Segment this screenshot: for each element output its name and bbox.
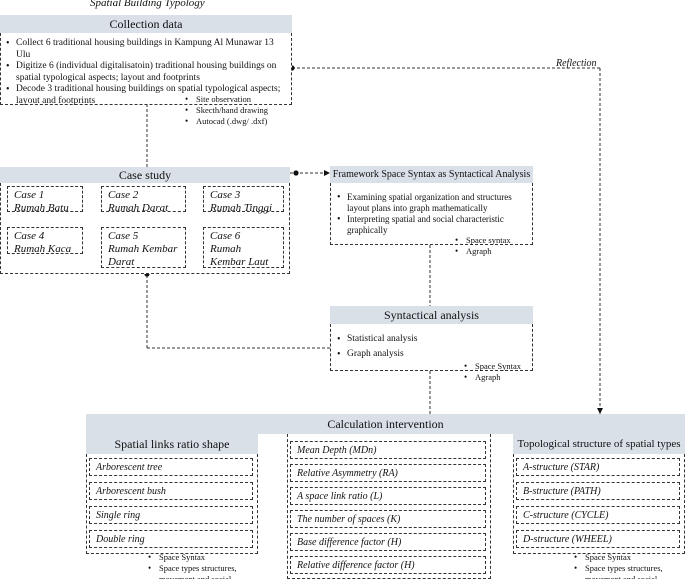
collection-tool-3: Autocad (.dwg/ .dxf) (184, 116, 294, 127)
case-3: Case 3 Rumah Tinggi (203, 186, 284, 214)
case-4-name: Rumah Kaca (14, 243, 72, 255)
reflection-label: Reflection (556, 58, 597, 69)
syntactical-tool-2: Agraph (463, 372, 543, 383)
topological-tool-2: Space types structures, movement and soc… (573, 563, 685, 579)
collection-tools: Site observation Skecth/hand drawing Aut… (184, 94, 294, 127)
topological-item-1: A-structure (STAR) (516, 458, 680, 476)
collection-tool-1: Site observation (184, 94, 294, 105)
syntactical-header: Syntactical analysis (330, 306, 533, 324)
case-3-name: Rumah Tinggi (210, 202, 273, 214)
collection-bullets: Collect 6 traditional housing buildings … (4, 38, 286, 107)
spatial-links-tools: Space Syntax Space types structures, mov… (147, 552, 272, 579)
collection-header: Collection data (0, 15, 292, 33)
spatial-link-item-3: Single ring (89, 506, 253, 524)
metric-item-4: The number of spaces (K) (290, 510, 486, 528)
metric-item-6: Relative difference factor (H) (290, 556, 486, 574)
collection-bullet-3: Decode 3 traditional housing buildings o… (4, 84, 286, 107)
page-title: Spatial Building Typology (90, 0, 205, 9)
case-2-name: Rumah Darat (108, 202, 169, 214)
collection-bullet-1: Collect 6 traditional housing buildings … (4, 38, 286, 61)
spatial-link-item-4: Double ring (89, 530, 253, 548)
case-4: Case 4 Rumah Kaca (7, 227, 83, 255)
case-2-number: Case 2 (108, 189, 139, 201)
case-5-number: Case 5 (108, 230, 139, 242)
syntactical-tools: Space Syntax Agraph (463, 361, 543, 383)
framework-tool-1: Space syntax (454, 235, 534, 246)
case-6-number: Case 6 (210, 230, 241, 242)
collection-tool-2: Skecth/hand drawing (184, 105, 294, 116)
spatial-link-item-2: Arborescent bush (89, 482, 253, 500)
case-2: Case 2 Rumah Darat (101, 186, 186, 214)
collection-box: Collect 6 traditional housing buildings … (0, 33, 292, 107)
metric-item-5: Base difference factor (H) (290, 533, 486, 551)
connector-dot-framework (293, 170, 299, 176)
topological-item-4: D-structure (WHEEL) (516, 530, 680, 548)
arrowhead-calculation (597, 408, 603, 414)
spatial-link-item-1: Arborescent tree (89, 458, 253, 476)
case-1-number: Case 1 (14, 189, 45, 201)
case-5-name: Rumah Kembar Darat (108, 243, 178, 268)
topological-header: Topological structure of spatial types (513, 434, 685, 454)
framework-tool-2: Agraph (454, 246, 534, 257)
case-6: Case 6 Rumah Kembar Laut (203, 227, 284, 268)
topological-item-3: C-structure (CYCLE) (516, 506, 680, 524)
metric-item-2: Relative Asymmetry (RA) (290, 464, 486, 482)
collection-bullet-2: Digitize 6 (individual digitalisatoin) t… (4, 61, 286, 84)
spatial-links-tool-2: Space types structures, movement and soc… (147, 563, 272, 579)
framework-header: Framework Space Syntax as Syntactical An… (330, 166, 533, 183)
case-3-number: Case 3 (210, 189, 241, 201)
framework-bullet-2: Interpreting spatial and social characte… (335, 214, 525, 236)
spatial-links-tool-1: Space Syntax (147, 552, 272, 563)
arrowhead-framework (324, 170, 330, 176)
framework-box: Examining spatial organization and struc… (330, 183, 533, 245)
case-5: Case 5 Rumah Kembar Darat (101, 227, 186, 268)
syntactical-bullet-1: Statistical analysis (335, 332, 485, 347)
metric-item-1: Mean Depth (MDn) (290, 441, 486, 459)
case-study-header: Case study (0, 167, 290, 183)
calculation-header: Calculation intervention (86, 414, 685, 434)
topological-tool-1: Space Syntax (573, 552, 685, 563)
spatial-links-header: Spatial links ratio shape (86, 434, 258, 454)
framework-bullet-1: Examining spatial organization and struc… (335, 192, 525, 214)
framework-tools: Space syntax Agraph (454, 235, 534, 257)
syntactical-bullet-2: Graph analysis (335, 347, 485, 362)
case-4-number: Case 4 (14, 230, 45, 242)
topological-item-2: B-structure (PATH) (516, 482, 680, 500)
case-6-name: Rumah Kembar Laut (210, 243, 269, 268)
metric-item-3: A space link ratio (L) (290, 487, 486, 505)
case-1-name: Rumah Batu (14, 202, 69, 214)
case-1: Case 1 Rumah Batu (7, 186, 83, 214)
syntactical-box: Statistical analysis Graph analysis (330, 324, 533, 371)
syntactical-bullets: Statistical analysis Graph analysis (335, 332, 485, 362)
topological-tools: Space Syntax Space types structures, mov… (573, 552, 685, 579)
syntactical-tool-1: Space Syntax (463, 361, 543, 372)
framework-bullets: Examining spatial organization and struc… (335, 192, 525, 236)
